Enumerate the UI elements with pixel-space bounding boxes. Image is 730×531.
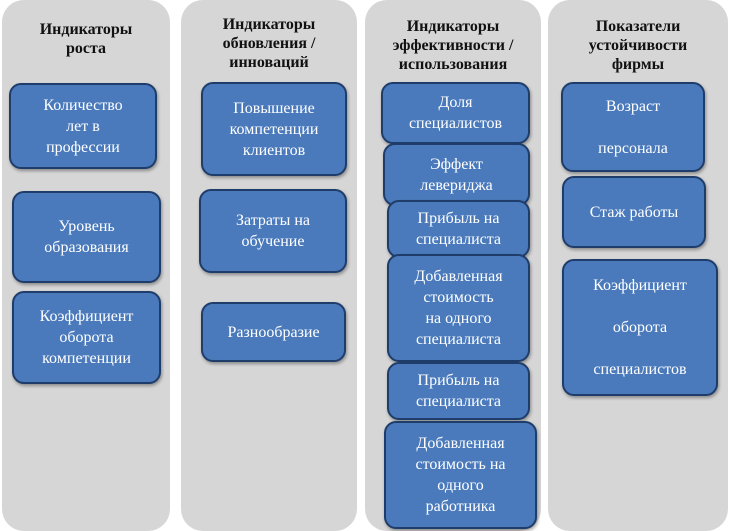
indicator-box[interactable]: Добавленная стоимость на одного работник… (384, 421, 537, 529)
indicator-box[interactable]: Добавленная стоимость на одного специали… (387, 254, 530, 362)
indicator-box[interactable]: Повышение компетенции клиентов (201, 82, 347, 176)
indicator-label: Доля специалистов (408, 94, 503, 132)
indicator-label: Добавленная стоимость на одного работник… (415, 435, 506, 515)
indicator-box[interactable]: Прибыль на специалиста (387, 200, 530, 258)
indicator-label: Уровень образования (44, 218, 129, 256)
indicator-label: Прибыль на специалиста (415, 372, 502, 410)
column-title: Индикаторы обновления / инноваций (222, 16, 316, 71)
indicator-label: Коэффициент оборота специалистов (593, 277, 687, 378)
column-growth-indicators: Индикаторы роста Количество лет в профес… (2, 0, 170, 531)
column-title: Показатели устойчивости фирмы (588, 18, 688, 73)
indicator-label: Стаж работы (589, 203, 679, 221)
indicator-label: Эффект левериджа (420, 155, 493, 194)
column-stability-indicators: Показатели устойчивости фирмы Возраст пе… (548, 0, 728, 531)
indicator-label: Разнообразие (227, 323, 320, 341)
indicator-label: Количество лет в профессии (43, 96, 123, 156)
indicator-label: Возраст персонала (598, 97, 668, 157)
indicator-box[interactable]: Разнообразие (201, 302, 346, 362)
indicator-label: Коэффициент оборота компетенции (39, 308, 134, 367)
indicator-box[interactable]: Затраты на обучение (199, 189, 347, 273)
indicator-box[interactable]: Доля специалистов (381, 82, 530, 144)
column-title: Индикаторы роста (39, 21, 133, 57)
indicator-box[interactable]: Стаж работы (562, 176, 706, 248)
indicator-label: Добавленная стоимость на одного специали… (414, 268, 503, 348)
indicator-label: Затраты на обучение (236, 212, 310, 250)
indicator-box[interactable]: Уровень образования (12, 191, 161, 283)
indicator-box[interactable]: Прибыль на специалиста (387, 362, 530, 420)
indicator-box[interactable]: Коэффициент оборота компетенции (12, 291, 161, 384)
indicator-label: Повышение компетенции клиентов (229, 99, 319, 159)
column-title: Индикаторы эффективности / использования (392, 18, 514, 73)
indicator-label: Прибыль на специалиста (415, 210, 502, 248)
indicator-box[interactable]: Количество лет в профессии (9, 83, 157, 169)
indicator-box[interactable]: Коэффициент оборота специалистов (562, 259, 718, 396)
column-innovation-indicators: Индикаторы обновления / инноваций Повыше… (181, 0, 357, 531)
indicator-box[interactable]: Эффект левериджа (383, 143, 530, 206)
indicator-box[interactable]: Возраст персонала (561, 82, 705, 172)
column-efficiency-indicators: Индикаторы эффективности / использования… (365, 0, 541, 531)
